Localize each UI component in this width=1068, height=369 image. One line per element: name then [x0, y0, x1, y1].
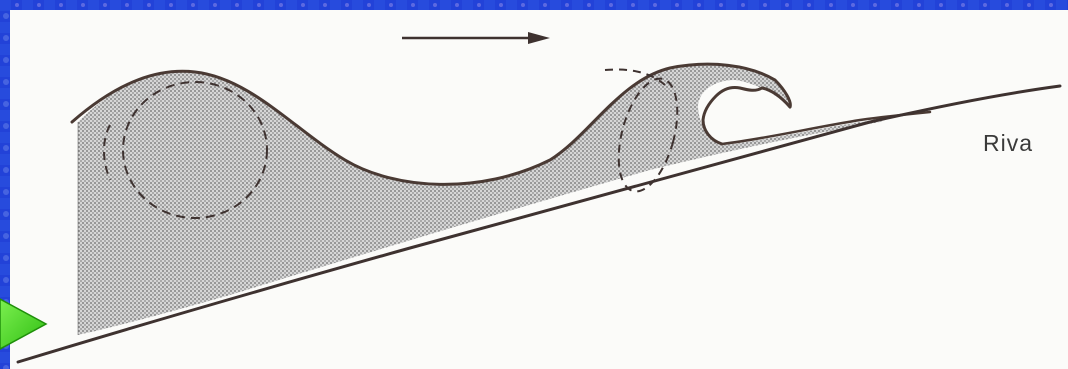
- shore-label: Riva: [983, 130, 1033, 157]
- play-icon[interactable]: [0, 297, 48, 351]
- water-body: [78, 64, 890, 335]
- diagram-panel: Riva: [10, 10, 1068, 369]
- breaking-wave-diagram: [10, 10, 1068, 369]
- direction-arrow: [402, 32, 550, 44]
